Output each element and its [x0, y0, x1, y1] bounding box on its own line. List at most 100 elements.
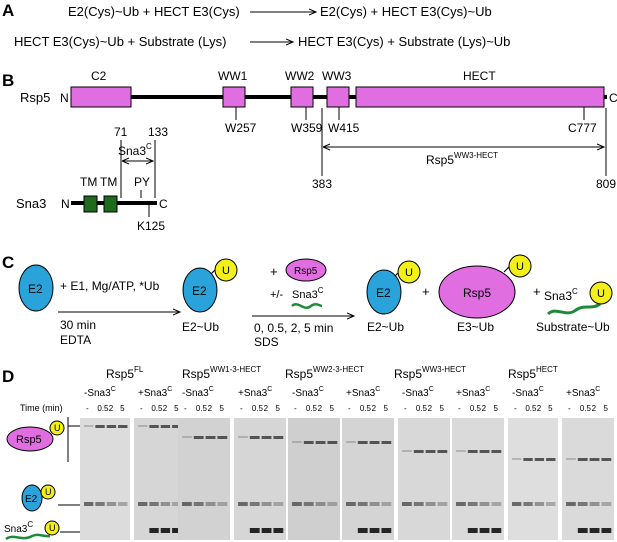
timepoint-label: 2 [318, 404, 323, 413]
timepoint-label: - [140, 404, 143, 413]
band-rsp5-ub-faint [346, 441, 356, 443]
timepoint-label: 0.5 [416, 404, 428, 413]
residue-c777: C777 [568, 121, 597, 135]
band-rsp5-ub [273, 436, 284, 439]
ww3-hect-construct-label: Rsp5WW3-HECT [426, 151, 498, 167]
band-rsp5-ub [106, 425, 117, 428]
band-rsp5-ub-faint [456, 450, 466, 452]
band-e2-ub [491, 502, 502, 506]
range-start-residue: 383 [312, 177, 332, 191]
charging-time: 30 min [60, 318, 96, 332]
band-rsp5-ub [303, 441, 314, 444]
e2ub-product-label: E2~Ub [367, 320, 404, 334]
timepoint-label: - [294, 404, 297, 413]
e2-free-label: E2 [28, 282, 43, 296]
ub-on-e2-label: U [222, 265, 230, 277]
domain-label-c2: C2 [91, 69, 107, 83]
band-e2-ub [172, 502, 182, 506]
sna3-n-terminus: N [61, 197, 70, 211]
construct-title-fl: Rsp5FL [106, 365, 144, 381]
legend-e2 [21, 484, 43, 512]
band-e2-ub [193, 502, 204, 506]
timepoint-label: - [348, 404, 351, 413]
ub-on-e2-product-label: U [405, 267, 413, 279]
timepoint-label: - [184, 404, 187, 413]
rsp5-product [438, 265, 516, 319]
ub-on-substrate-label: U [597, 288, 605, 300]
gel-lane-panel [80, 418, 130, 540]
e3ub-label: E3~Ub [457, 320, 494, 334]
domain-label-ww2: WW2 [285, 69, 315, 83]
band-e2-ub [357, 502, 368, 506]
legend-sna3c-ub-label: U [49, 523, 56, 533]
gel-lane-panel [134, 418, 184, 540]
legend-e2-label: E2 [25, 494, 38, 505]
minus-sna3c-label: -Sna3C [402, 386, 434, 399]
reaction-1-left: E2(Cys)~Ub + HECT E3(Cys) [68, 4, 240, 19]
band-rsp5-ub [205, 436, 216, 439]
rsp5-product-label: Rsp5 [463, 286, 491, 300]
band-e2-ub [261, 502, 272, 506]
timepoint-label: 5 [219, 404, 224, 413]
panel-label-d: D [2, 367, 14, 386]
domain-c2 [70, 86, 132, 108]
band-e2-ub [205, 502, 216, 506]
timepoint-label: 0.5 [360, 404, 372, 413]
e2-charged [182, 267, 218, 313]
timepoint-label: 5 [548, 404, 553, 413]
construct-title-ww3-hect: Rsp5WW3-HECT [394, 365, 466, 381]
domain-ww2 [290, 86, 314, 108]
timepoint-label: 2 [208, 404, 213, 413]
band-rsp5-ub [413, 450, 424, 453]
e2-free [18, 264, 54, 312]
band-e2-ub [238, 502, 248, 506]
band-rsp5-ub-faint [292, 441, 302, 443]
legend-e2-ub-label: U [45, 487, 52, 497]
minus-sna3c-label: -Sna3C [182, 386, 214, 399]
band-sna3c-ub [491, 528, 502, 533]
timepoint-label: 5 [383, 404, 388, 413]
band-e2-ub [523, 502, 533, 506]
band-rsp5-ub-faint [84, 425, 94, 427]
sna3-end-residue: 133 [148, 125, 168, 139]
timepoint-label: 5 [439, 404, 444, 413]
band-e2-ub [546, 502, 556, 506]
band-e2-ub [437, 502, 448, 506]
rsp5-reactant [285, 258, 327, 282]
residue-w257: W257 [225, 121, 257, 135]
band-e2-ub [479, 502, 490, 506]
gel-lane-panel [398, 418, 450, 540]
e2-charged-label: E2 [192, 284, 207, 298]
timepoint-label: 0.5 [151, 404, 163, 413]
band-sna3c-ub [381, 528, 392, 533]
ub-on-e2 [214, 258, 238, 282]
band-e2-ub [249, 502, 260, 506]
band-rsp5-ub [217, 436, 228, 439]
timepoint-label: 5 [275, 404, 280, 413]
band-sna3c-ub [369, 528, 380, 533]
band-rsp5-ub [479, 450, 490, 453]
sna3c-reactant-label: Sna3C [292, 286, 324, 301]
timepoint-label: 2 [109, 404, 114, 413]
e2ub-label: E2~Ub [182, 320, 219, 334]
band-e2-ub [95, 502, 105, 506]
band-rsp5-ub [172, 425, 182, 428]
plus-sna3c-label: +Sna3C [138, 386, 172, 399]
band-e2-ub [402, 502, 412, 506]
band-rsp5-ub [546, 458, 556, 461]
sna3-start-residue: 71 [114, 125, 128, 139]
band-rsp5-ub [315, 441, 326, 444]
band-e2-ub [467, 502, 478, 506]
timepoint-label: 2 [592, 404, 597, 413]
band-rsp5-ub-faint [138, 425, 148, 427]
band-rsp5-ub-faint [238, 436, 248, 438]
band-e2-ub [217, 502, 228, 506]
legend-rsp5-ub [49, 420, 65, 436]
legend-rsp5-label: Rsp5 [16, 434, 42, 446]
timepoint-label: 0.5 [97, 404, 109, 413]
band-rsp5-ub [357, 441, 368, 444]
band-sna3c-ub [467, 528, 478, 533]
band-e2-ub [425, 502, 436, 506]
band-e2-ub [346, 502, 356, 506]
